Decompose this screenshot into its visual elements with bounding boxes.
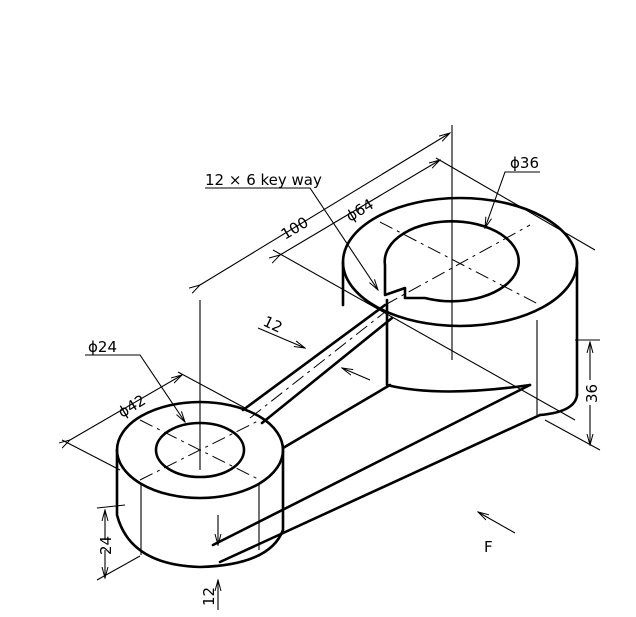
rib-width-label: 12 (260, 312, 285, 336)
small-outer-dia-label: ϕ42 (115, 391, 149, 421)
large-height-label: 36 (583, 384, 601, 403)
small-inner-dia-label: ϕ24 (88, 338, 117, 356)
dimensions (62, 133, 601, 610)
keyway-label: 12 × 6 key way (205, 171, 322, 189)
center-lines (139, 125, 541, 481)
rib-and-base (211, 303, 542, 564)
view-direction-label: F (484, 538, 493, 556)
large-boss (341, 196, 579, 417)
large-inner-dia-label: ϕ36 (510, 154, 539, 172)
base-thickness-label: 12 (200, 587, 218, 606)
small-height-label: 24 (97, 536, 115, 555)
